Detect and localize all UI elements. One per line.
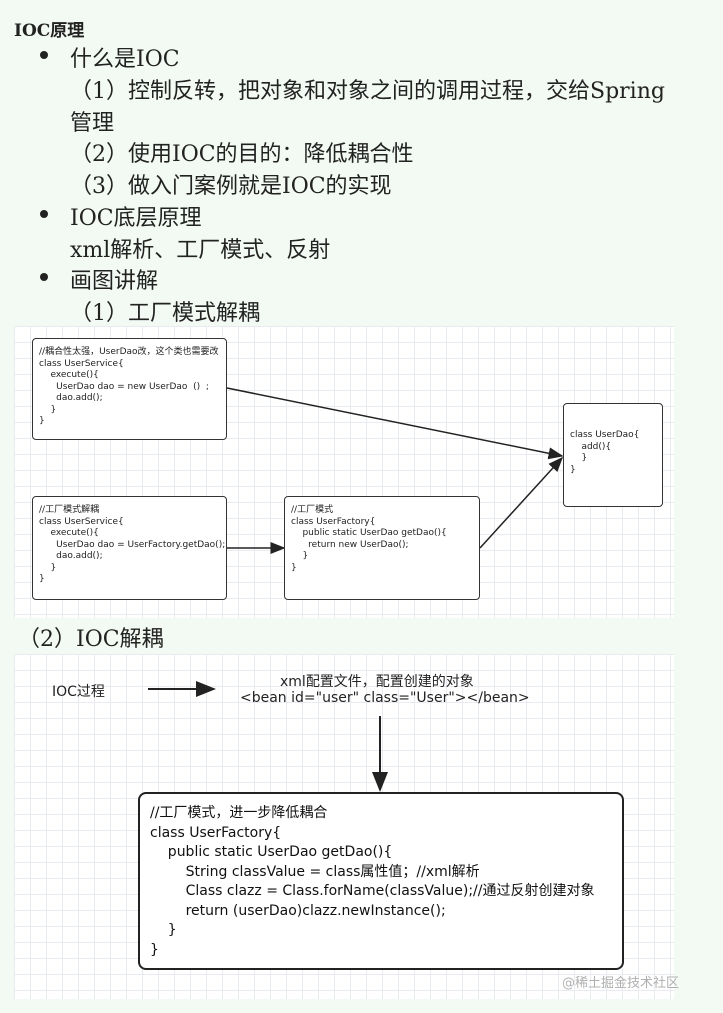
bullet-text-line: xml解析、工厂模式、反射	[70, 238, 331, 263]
watermark: @稀土掘金技术社区	[562, 976, 680, 991]
arrow-factory-to-userdao	[479, 456, 564, 549]
bullet-text-line: （1）工厂模式解耦	[70, 301, 260, 326]
coupled-userservice-box: //耦合性太强，UserDao改，这个类也需要改 class UserServi…	[32, 338, 227, 440]
section-ioc-decoupling-title: （2）IOC解耦	[18, 627, 164, 652]
xml-config-label: xml配置文件，配置创建的对象	[280, 674, 474, 690]
bullet-what-is-ioc: 什么是IOC	[70, 47, 180, 72]
userdao-box: class UserDao{ add(){ } }	[563, 403, 663, 507]
bean-definition: <bean id="user" class="User"></bean>	[240, 690, 530, 706]
diagram2-arrows	[148, 681, 388, 792]
ioc-process-label: IOC过程	[52, 684, 105, 700]
bullet-dot	[40, 210, 48, 218]
page-title: IOC原理	[14, 21, 85, 41]
bullet-text-line: （1）控制反转，把对象和对象之间的调用过程，交给Spring	[70, 79, 665, 104]
bullet-ioc-principle: IOC底层原理	[70, 206, 202, 231]
bullet-dot	[40, 51, 48, 59]
bullet-diagram-explain: 画图讲解	[70, 269, 159, 294]
userfactory-box: //工厂模式 class UserFactory{ public static …	[284, 496, 480, 600]
factory-userservice-box: //工厂模式解耦 class UserService{ execute(){ U…	[32, 496, 227, 600]
arrow-service-to-userdao	[226, 387, 564, 460]
bullet-dot	[40, 273, 48, 281]
ioc-decoupling-diagram: IOC过程 xml配置文件，配置创建的对象 <bean id="user" cl…	[14, 654, 679, 999]
bullet-text-line: 管理	[70, 111, 115, 136]
bullet-text-line: （3）做入门案例就是IOC的实现	[70, 174, 392, 199]
advanced-userfactory-box: //工厂模式，进一步降低耦合 class UserFactory{ public…	[138, 792, 624, 970]
bullet-text-line: （2）使用IOC的目的：降低耦合性	[70, 142, 414, 167]
factory-decoupling-diagram: //耦合性太强，UserDao改，这个类也需要改 class UserServi…	[14, 326, 674, 618]
diagram1-arrows	[226, 387, 564, 554]
